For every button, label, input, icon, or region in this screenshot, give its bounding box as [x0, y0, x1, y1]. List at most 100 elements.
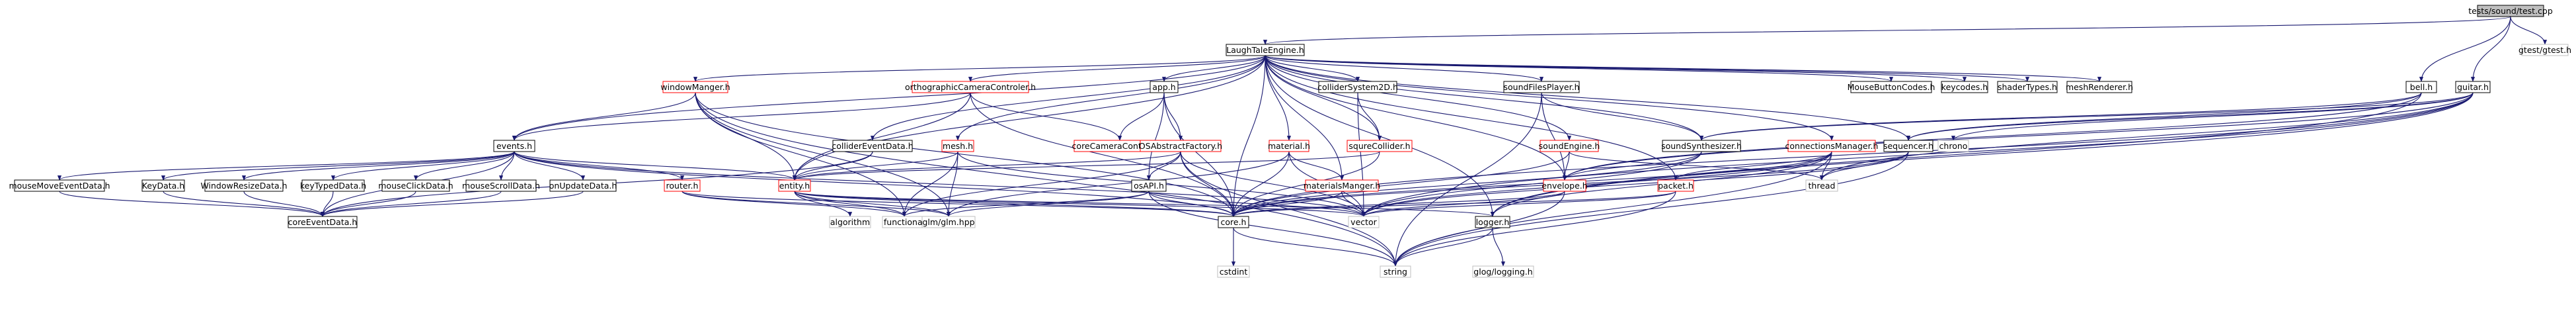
- node-envelope[interactable]: envelope.h: [1542, 179, 1588, 192]
- node-label: WindowResizeData.h: [200, 181, 287, 191]
- node-chrono[interactable]: chrono: [1937, 140, 1969, 152]
- node-label: algorithm: [830, 217, 870, 227]
- node-test-cpp[interactable]: tests/sound/test.cpp: [2468, 5, 2553, 17]
- node-box: [2477, 5, 2544, 17]
- edge-guitar-to-core: [1231, 92, 2474, 217]
- node-label: app.h: [1152, 82, 1175, 92]
- node-label: core.h: [1221, 217, 1247, 227]
- edge-sound-engine-to-core: [1231, 151, 1570, 217]
- node-sequencer[interactable]: sequencer.h: [1883, 140, 1933, 152]
- node-bell[interactable]: bell.h: [2405, 81, 2437, 93]
- edge-squre-collider-to-entity: [793, 151, 1380, 181]
- node-gtest[interactable]: gtest/gtest.h: [2518, 44, 2571, 56]
- edge-sequencer-to-string: [1393, 151, 1909, 267]
- node-cstdint[interactable]: cstdint: [1217, 265, 1250, 278]
- edge-connections-manager-to-vector: [1362, 151, 1832, 217]
- node-label: connectionsManager.h: [1785, 141, 1879, 151]
- node-router[interactable]: router.h: [664, 179, 701, 192]
- node-os-abstract-factory[interactable]: OSAbstractFactory.h: [1139, 140, 1222, 152]
- node-algorithm[interactable]: algorithm: [829, 216, 871, 228]
- node-core-event-data[interactable]: coreEventData.h: [288, 216, 358, 228]
- node-sound-files-player[interactable]: soundFilesPlayer.h: [1503, 81, 1580, 93]
- node-mesh-renderer[interactable]: meshRenderer.h: [2066, 81, 2133, 93]
- edge-router-to-functional: [682, 191, 906, 217]
- edge-laugh-tale-engine-to-keycodes: [1265, 55, 1967, 82]
- node-label: soundFilesPlayer.h: [1503, 82, 1579, 92]
- edge-envelope-to-core: [1231, 191, 1565, 217]
- node-label: shaderTypes.h: [1998, 82, 2057, 92]
- node-sound-synthesizer[interactable]: soundSynthesizer.h: [1661, 140, 1742, 152]
- node-label: soundSynthesizer.h: [1661, 141, 1742, 151]
- edge-packet-to-core: [1231, 191, 1676, 217]
- node-sound-engine[interactable]: soundEngine.h: [1539, 140, 1600, 152]
- edge-os-api-to-functional: [902, 191, 1150, 217]
- node-packet[interactable]: packet.h: [1657, 179, 1694, 192]
- node-glog[interactable]: glog/logging.h: [1472, 265, 1534, 278]
- node-label: OSAbstractFactory.h: [1139, 141, 1222, 151]
- node-box: [1662, 140, 1741, 152]
- node-window-resize[interactable]: WindowResizeData.h: [200, 179, 288, 192]
- node-material[interactable]: material.h: [1268, 140, 1310, 152]
- node-squre-collider[interactable]: squreCollider.h: [1347, 140, 1413, 152]
- node-connections-manager[interactable]: connectionsManager.h: [1785, 140, 1879, 152]
- node-label: glog/logging.h: [1473, 267, 1532, 277]
- node-vector[interactable]: vector: [1348, 216, 1380, 228]
- node-label: onUpdateData.h: [549, 181, 617, 191]
- node-keycodes[interactable]: keycodes.h: [1941, 81, 1988, 93]
- node-box: [288, 216, 358, 228]
- node-box: [1226, 44, 1305, 56]
- node-mouse-move[interactable]: mouseMoveEventData.h: [9, 179, 110, 192]
- node-label: entity.h: [779, 181, 810, 191]
- edge-events-to-window-resize: [242, 151, 515, 181]
- node-functional[interactable]: functional: [882, 216, 927, 228]
- node-ortho-cam[interactable]: orthographicCameraControler.h: [905, 81, 1036, 93]
- node-box: [141, 179, 185, 192]
- node-label: LaughTaleEngine.h: [1226, 45, 1304, 55]
- node-entity[interactable]: entity.h: [778, 179, 811, 192]
- node-logger[interactable]: logger.h: [1475, 216, 1510, 228]
- edge-window-manger-to-events: [512, 92, 696, 141]
- node-glm[interactable]: glm/glm.hpp: [921, 216, 976, 228]
- edges-layer: [58, 16, 2548, 267]
- node-box: [1997, 81, 2058, 93]
- edge-ortho-cam-to-events: [512, 92, 971, 141]
- node-on-update[interactable]: onUpdateData.h: [549, 179, 617, 192]
- node-box: [2066, 81, 2132, 93]
- node-mouse-button-codes[interactable]: MouseButtonCodes.h: [1848, 81, 1935, 93]
- node-collider-2d[interactable]: colliderSystem2D.h: [1317, 81, 1398, 93]
- node-laugh-tale-engine[interactable]: LaughTaleEngine.h: [1226, 44, 1305, 56]
- node-core[interactable]: core.h: [1218, 216, 1249, 228]
- node-label: orthographicCameraControler.h: [905, 82, 1036, 92]
- node-os-api[interactable]: osAPI.h: [1131, 179, 1167, 192]
- node-box: [2405, 81, 2437, 93]
- node-box: [549, 179, 617, 192]
- edge-material-to-materials-manger: [1288, 151, 1345, 181]
- node-mesh[interactable]: mesh.h: [941, 140, 974, 152]
- node-label: string: [1384, 267, 1407, 277]
- node-string[interactable]: string: [1380, 265, 1411, 278]
- node-window-manger[interactable]: windowManger.h: [660, 81, 730, 93]
- node-key-data[interactable]: KeyData.h: [141, 179, 185, 192]
- edge-collider-2d-to-vector: [1357, 92, 1366, 217]
- node-label: mouseMoveEventData.h: [9, 181, 110, 191]
- node-shader-types[interactable]: shaderTypes.h: [1997, 81, 2058, 93]
- node-box: [662, 81, 728, 93]
- node-label: bell.h: [2410, 82, 2433, 92]
- node-materials-manger[interactable]: materialsManger.h: [1304, 179, 1381, 192]
- node-mouse-scroll[interactable]: mouseScrollData.h: [462, 179, 540, 192]
- node-thread[interactable]: thread: [1805, 179, 1838, 192]
- node-label: materialsManger.h: [1304, 181, 1381, 191]
- node-box: [2521, 44, 2569, 56]
- edge-sound-engine-to-thread: [1569, 151, 1824, 181]
- node-label: colliderEventData.h: [832, 141, 913, 151]
- node-app[interactable]: app.h: [1150, 81, 1179, 93]
- edge-test-cpp-to-guitar: [2470, 16, 2511, 82]
- edge-laugh-tale-engine-to-sound-engine: [1265, 55, 1572, 141]
- node-guitar[interactable]: guitar.h: [2455, 81, 2491, 93]
- node-mouse-click[interactable]: mouseClickData.h: [378, 179, 453, 192]
- node-key-typed[interactable]: keyTypedData.h: [300, 179, 366, 192]
- node-events[interactable]: events.h: [493, 140, 535, 152]
- edge-key-data-to-core-event-data: [163, 191, 325, 217]
- node-collider-event-data[interactable]: colliderEventData.h: [832, 140, 914, 152]
- edge-laugh-tale-engine-to-squre-collider: [1265, 55, 1382, 141]
